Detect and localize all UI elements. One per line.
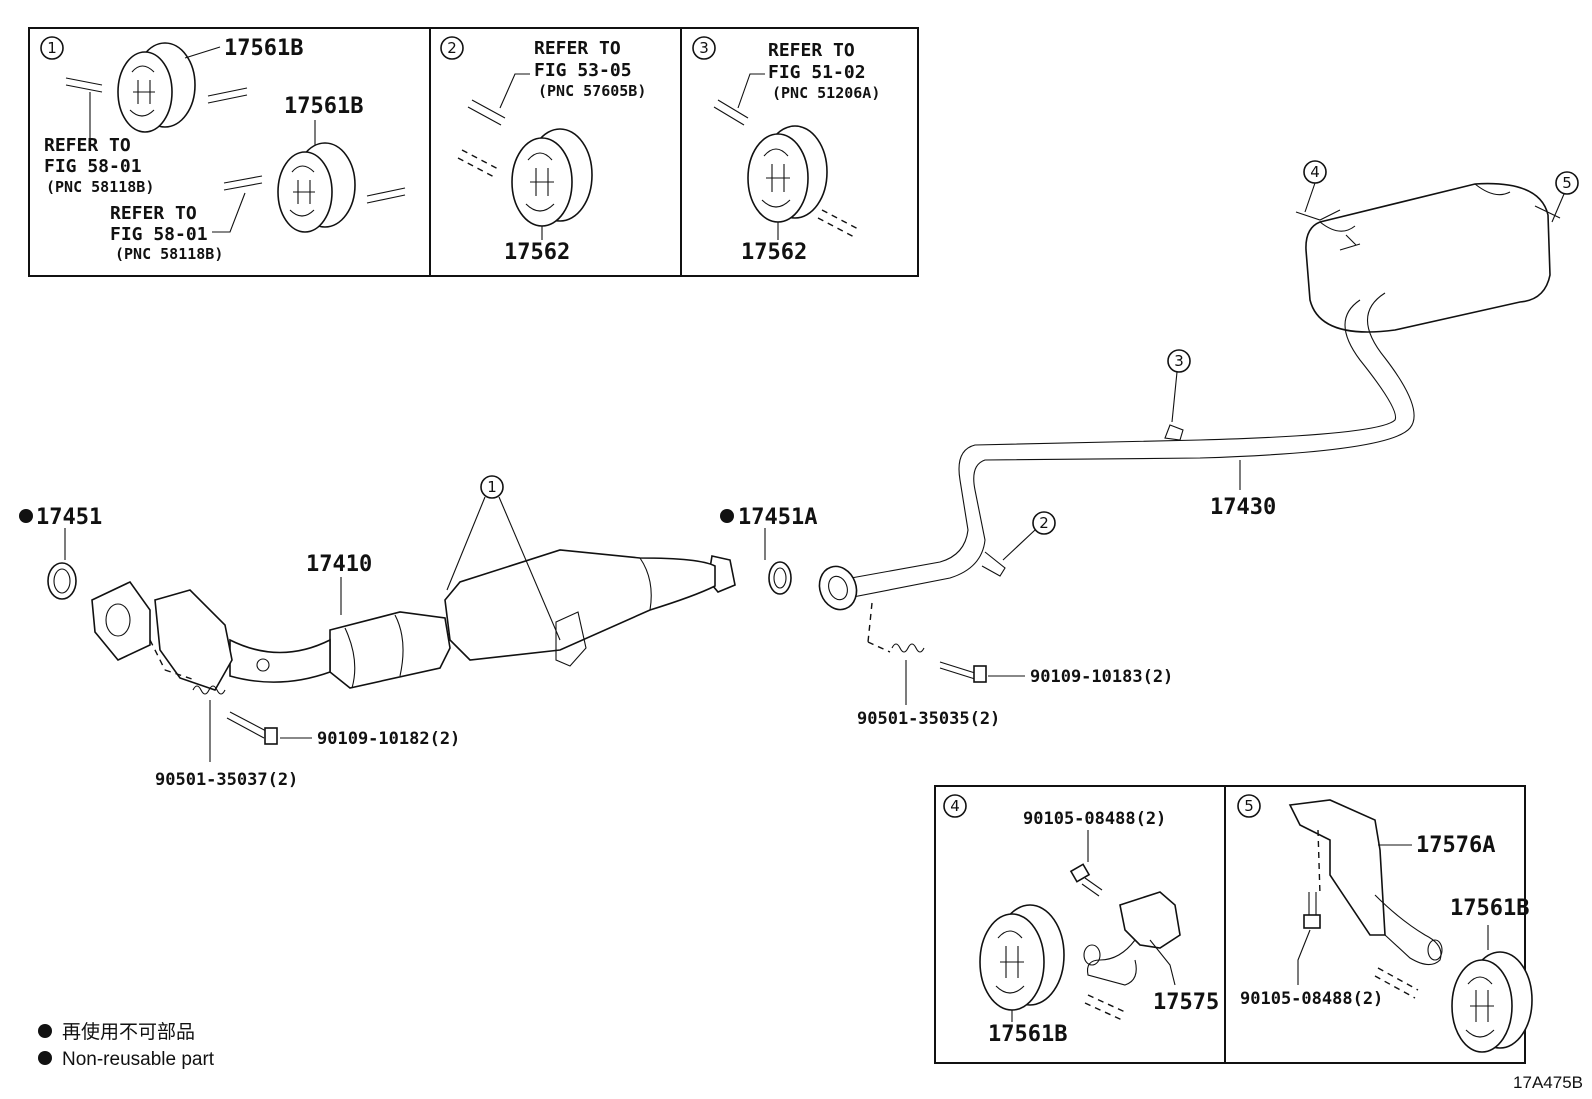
rubber-hanger-icon xyxy=(1451,951,1533,1053)
tail-pipe-assembly xyxy=(768,182,1561,611)
bracket-icon xyxy=(1288,799,1443,966)
panel-2-part-label: 17562 xyxy=(504,240,570,265)
spring-icon xyxy=(192,685,226,695)
panel-1-ref1-line2: FIG 58-01 xyxy=(44,156,142,177)
bolt-icon xyxy=(1069,863,1103,897)
panel-5-bracket-label: 17576A xyxy=(1416,833,1495,858)
rubber-hanger-icon xyxy=(747,125,828,223)
panel-5-number: 5 xyxy=(1244,797,1254,815)
panel-1-number: 1 xyxy=(47,39,57,57)
panel-3-ref-line3: (PNC 51206A) xyxy=(772,84,880,102)
panel-4-hanger-label: 17561B xyxy=(988,1022,1067,1047)
callout-1: 1 xyxy=(446,475,561,641)
panel-1-ref2-line1: REFER TO xyxy=(110,203,197,224)
panel-1-mid-part-label: 17561B xyxy=(284,94,363,119)
callout-3: 3 xyxy=(1167,349,1191,423)
panel-4-bracket-label: 17575 xyxy=(1153,990,1219,1015)
spring-icon xyxy=(891,643,925,653)
rubber-hanger-icon xyxy=(511,128,593,227)
inset-panel-5: 5 17576A 90105-08488(2) 17561B xyxy=(1224,785,1533,1064)
svg-text:4: 4 xyxy=(1310,163,1320,181)
panel-3-number: 3 xyxy=(699,39,709,57)
rear-gasket-label: 17451A xyxy=(720,505,817,530)
panel-2-number: 2 xyxy=(447,39,457,57)
rubber-hanger-icon xyxy=(277,142,356,233)
rear-bolt-label: 90109-10183(2) xyxy=(1030,667,1173,687)
rubber-hanger-icon xyxy=(117,42,196,133)
bolt-icon xyxy=(226,711,278,745)
panel-3-ref-line1: REFER TO xyxy=(768,40,855,61)
panel-1-ref1-line1: REFER TO xyxy=(44,135,131,156)
front-bolt-label: 90109-10182(2) xyxy=(317,729,460,749)
inset-panel-1: 1 17561B REFER TO FIG 58-01 (PNC 58118B)… xyxy=(28,27,431,277)
front-pipe-assembly xyxy=(91,549,736,691)
inset-panel-4: 4 90105-08488(2) 17561B 17575 xyxy=(934,785,1226,1064)
panel-1-ref1-line3: (PNC 58118B) xyxy=(46,178,154,196)
svg-text:3: 3 xyxy=(1174,352,1184,370)
panel-1-ref2-line3: (PNC 58118B) xyxy=(115,245,223,263)
legend-line-2: Non-reusable part xyxy=(62,1049,215,1070)
inset-panel-3: 3 REFER TO FIG 51-02 (PNC 51206A) 17562 xyxy=(680,27,919,277)
panel-4-number: 4 xyxy=(950,797,960,815)
inset-panel-2: 2 REFER TO FIG 53-05 (PNC 57605B) 17562 xyxy=(429,27,682,277)
bolt-icon xyxy=(1303,892,1321,929)
panel-2-ref-line3: (PNC 57605B) xyxy=(538,82,646,100)
legend: 再使用不可部品 Non-reusable part xyxy=(38,1021,215,1070)
bolt-icon xyxy=(939,661,987,683)
panel-2-ref-line2: FIG 53-05 xyxy=(534,60,632,81)
front-gasket-label: 17451 xyxy=(19,505,102,530)
svg-text:2: 2 xyxy=(1039,514,1049,532)
panel-5-bolt-label: 90105-08488(2) xyxy=(1240,989,1383,1009)
svg-text:5: 5 xyxy=(1562,174,1572,192)
panel-5-hanger-label: 17561B xyxy=(1450,896,1529,921)
callout-2: 2 xyxy=(1002,511,1056,561)
callout-5: 5 xyxy=(1551,171,1579,223)
panel-4-bolt-label: 90105-08488(2) xyxy=(1023,809,1166,829)
panel-2-ref-line1: REFER TO xyxy=(534,38,621,59)
rear-spring-label: 90501-35035(2) xyxy=(857,709,1000,729)
svg-text:1: 1 xyxy=(487,478,497,496)
front-pipe-label: 17410 xyxy=(306,552,372,577)
panel-3-ref-line2: FIG 51-02 xyxy=(768,62,866,83)
hanger-bracket-icon xyxy=(1083,891,1181,986)
tail-pipe-label: 17430 xyxy=(1210,495,1276,520)
callout-4: 4 xyxy=(1303,160,1327,213)
panel-3-part-label: 17562 xyxy=(741,240,807,265)
svg-text:17451: 17451 xyxy=(36,505,102,530)
panel-1-ref2-line2: FIG 58-01 xyxy=(110,224,208,245)
legend-line-1: 再使用不可部品 xyxy=(62,1021,195,1043)
svg-text:17451A: 17451A xyxy=(738,505,817,530)
front-spring-label: 90501-35037(2) xyxy=(155,770,298,790)
rubber-hanger-icon xyxy=(979,904,1065,1011)
panel-1-top-part-label: 17561B xyxy=(224,36,303,61)
figure-code: 17A475B xyxy=(1513,1073,1583,1092)
